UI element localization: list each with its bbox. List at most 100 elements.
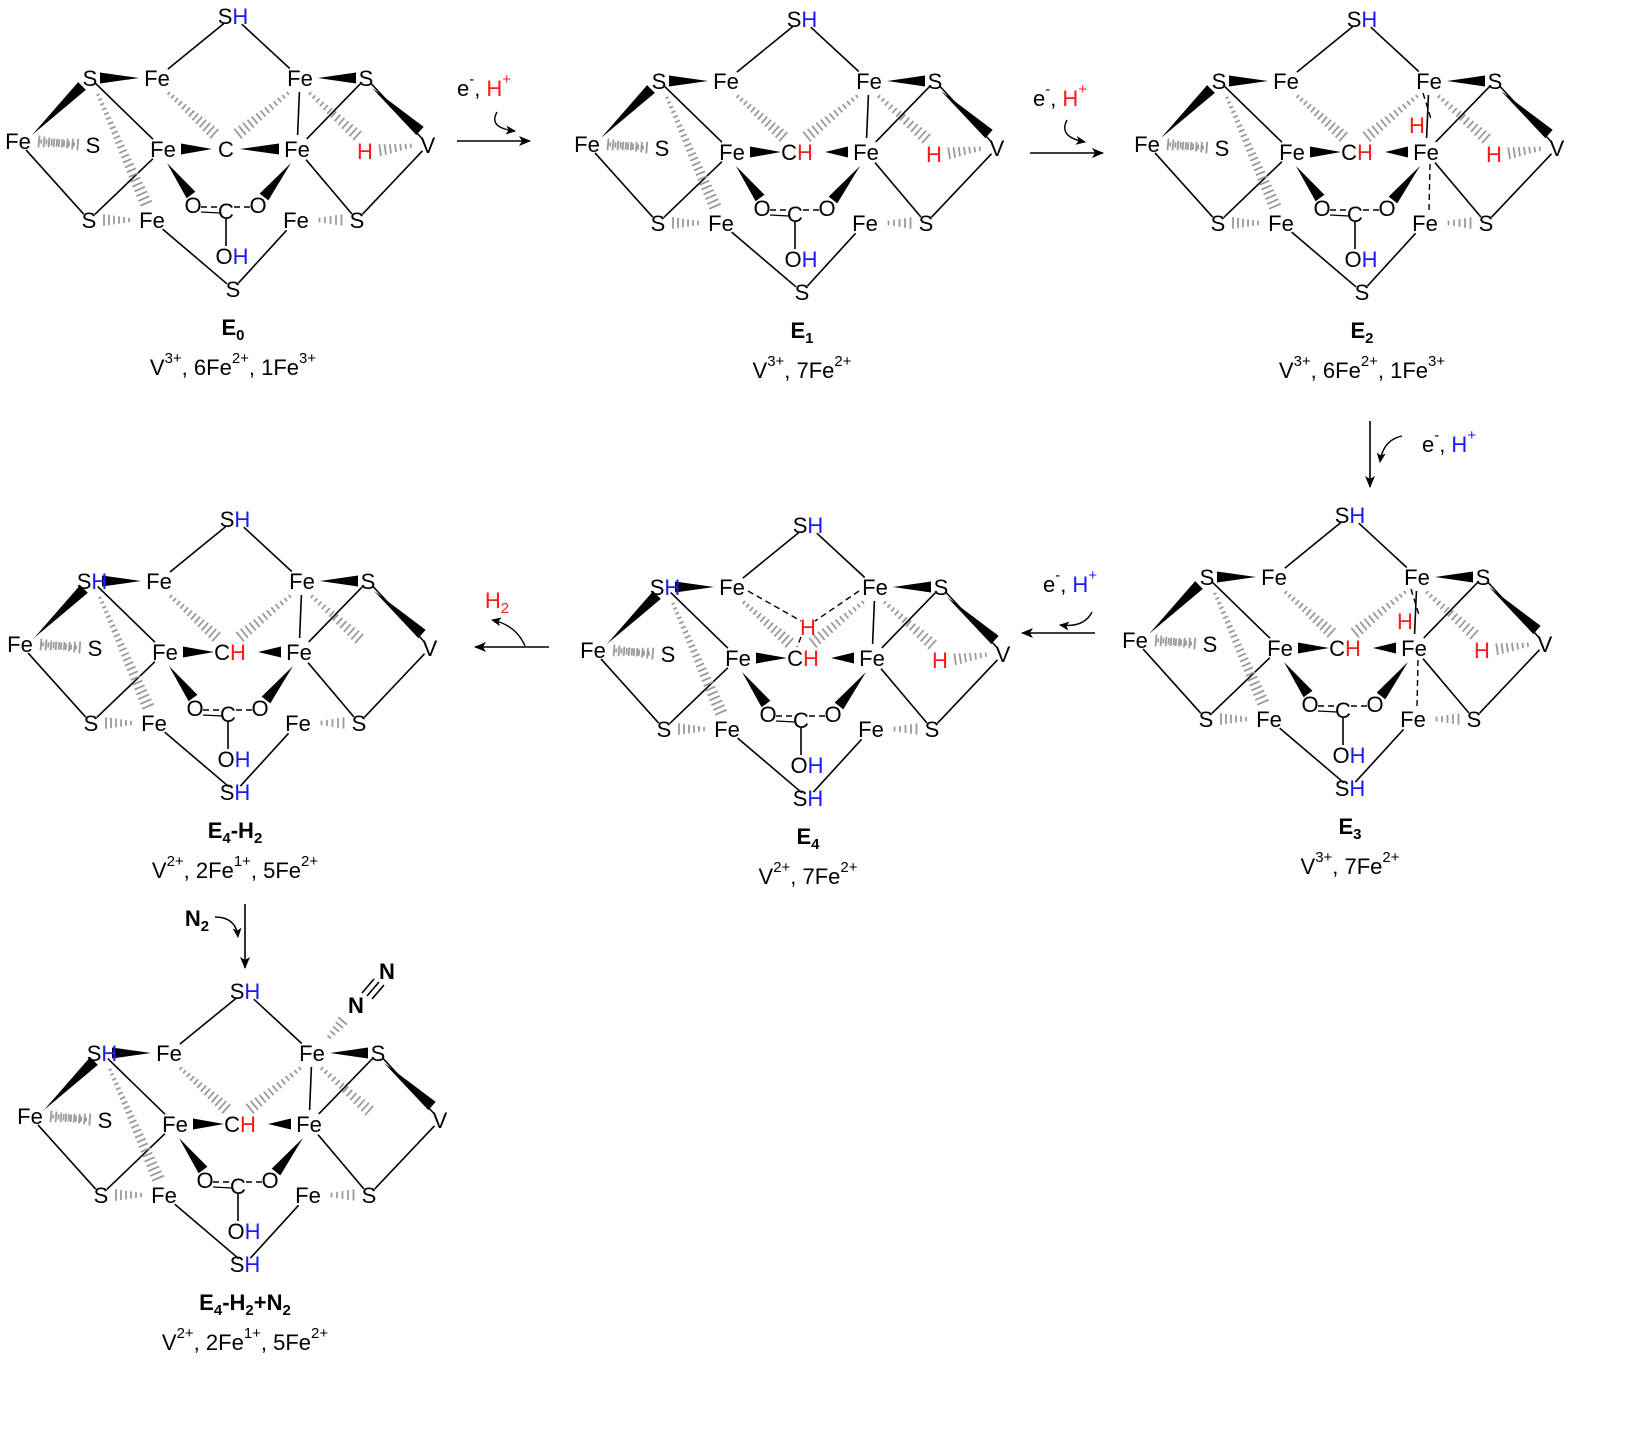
reagent-part: +: [1088, 567, 1097, 584]
fe: Fe: [17, 1104, 43, 1129]
fe-top-right: Fe: [1404, 565, 1430, 590]
ox-part: 2+: [301, 853, 318, 870]
s: S: [652, 69, 667, 94]
fe: Fe: [156, 1041, 182, 1066]
ox-part: 3+: [1294, 353, 1311, 370]
wedge-C-FeC2: [268, 1118, 291, 1130]
hash-FeTR-C: [1362, 94, 1419, 142]
v: V: [996, 642, 1011, 667]
hash-FeL-S: [1154, 634, 1193, 647]
bond-FeC1-SBL: [94, 158, 154, 216]
bond-FeBL-SB: [174, 1203, 240, 1260]
fe: Fe: [295, 1183, 321, 1208]
sh-h: H: [244, 1252, 260, 1277]
label-sub: 2: [1365, 330, 1373, 347]
sh-h: H: [234, 507, 250, 532]
v: V: [423, 636, 438, 661]
wedge-C-FeC1: [756, 652, 787, 664]
bond-FeC2-SBR: [1422, 658, 1470, 714]
s: S: [82, 208, 97, 233]
bond-O1-C-2: [212, 1186, 233, 1189]
fe: Fe: [1268, 211, 1294, 236]
fe: Fe: [1412, 211, 1438, 236]
hash-FeTR-C: [1350, 590, 1407, 638]
ox-part: 3+: [165, 350, 182, 367]
label-tail-sub: 2: [254, 830, 262, 847]
fe: Fe: [1416, 69, 1442, 94]
s-bottom: S: [226, 277, 241, 302]
s-top-left: SH: [87, 1041, 118, 1066]
hash-SBL-FeBL: [1220, 713, 1247, 725]
carboxyl-c: C: [1347, 202, 1363, 227]
s-top-left: S: [83, 66, 98, 91]
hash-SL-FeBL: [671, 602, 728, 716]
s: S: [928, 69, 943, 94]
bond-V-SBR: [361, 150, 424, 215]
e4-bridge-hydride: H: [800, 615, 816, 640]
bond-FeTR-FeC2: [871, 600, 876, 645]
s: S: [651, 211, 666, 236]
bond-O1-C-2: [775, 720, 796, 723]
vanadium: V: [433, 1108, 448, 1133]
s-inner: S: [1215, 136, 1230, 161]
ox-part: 2+: [167, 853, 184, 870]
carbide-h: H: [1345, 636, 1361, 661]
s: S: [94, 1183, 109, 1208]
bond-FeC1-SBL: [1223, 161, 1283, 219]
hydroxyl: OH: [784, 247, 817, 272]
state-label: E4-H2: [208, 818, 263, 848]
s: S: [1355, 280, 1370, 305]
label-sub: 4: [214, 1302, 223, 1319]
s-top-right: S: [361, 569, 376, 594]
bond-SHt-FeTR: [1358, 522, 1408, 569]
s-top-right: S: [1476, 565, 1491, 590]
s-bottom: S: [795, 280, 810, 305]
o: O: [1301, 692, 1318, 717]
n-alpha-label: N: [348, 993, 364, 1018]
carbide: C: [218, 137, 234, 162]
hash-SBL-FeBL: [115, 1189, 142, 1201]
reagent-e2-e3: e-, H+: [1422, 427, 1476, 457]
s-inner: S: [86, 133, 101, 158]
fe-top-left: Fe: [713, 69, 739, 94]
wedge-SL-FeTL: [1229, 75, 1268, 87]
fe: Fe: [139, 208, 165, 233]
bond-FeC2-SBR: [307, 662, 355, 718]
fe: Fe: [713, 69, 739, 94]
hash-FeTR-C: [235, 594, 292, 642]
wedge-SR-FeTR: [320, 575, 358, 587]
s-bottom-left: S: [82, 208, 97, 233]
dash-FeC2-FeBR: [1416, 659, 1419, 708]
s: S: [919, 211, 934, 236]
reagent-part: H: [486, 76, 502, 101]
bond-NN-a: [361, 978, 375, 994]
wedge-FeC1-O1: [742, 672, 771, 708]
fe: Fe: [859, 646, 885, 671]
reagent-part: 2: [501, 600, 509, 617]
c: C: [218, 199, 234, 224]
reagent-part: +: [1078, 81, 1087, 98]
sh-h: H: [244, 979, 260, 1004]
wedge-C-FeC1: [1298, 642, 1329, 654]
c: C: [230, 1174, 246, 1199]
hash-FeTR-Hv: [1437, 94, 1491, 144]
carbide: CH: [1341, 140, 1373, 165]
carboxyl-c: C: [1335, 698, 1351, 723]
oh-o: O: [1344, 247, 1361, 272]
wedge-C-FeC1: [1310, 146, 1341, 158]
s: S: [98, 1108, 113, 1133]
v-h: H: [357, 139, 373, 164]
reagent-e1-e2: e-, H+: [1033, 81, 1087, 111]
reagent-part: -: [469, 71, 474, 88]
reagent-part: -: [1055, 567, 1060, 584]
ox-part: 2+: [834, 353, 851, 370]
fe: Fe: [862, 575, 888, 600]
fe: Fe: [1122, 628, 1148, 653]
carbide: CH: [787, 646, 819, 671]
ox-part: , 1Fe: [1378, 358, 1428, 383]
fe: Fe: [1413, 140, 1439, 165]
hydroxyl: OH: [217, 747, 250, 772]
bond-FeC1-SBL: [1211, 657, 1271, 715]
fe-top-left: Fe: [156, 1041, 182, 1066]
v: V: [433, 1108, 448, 1133]
